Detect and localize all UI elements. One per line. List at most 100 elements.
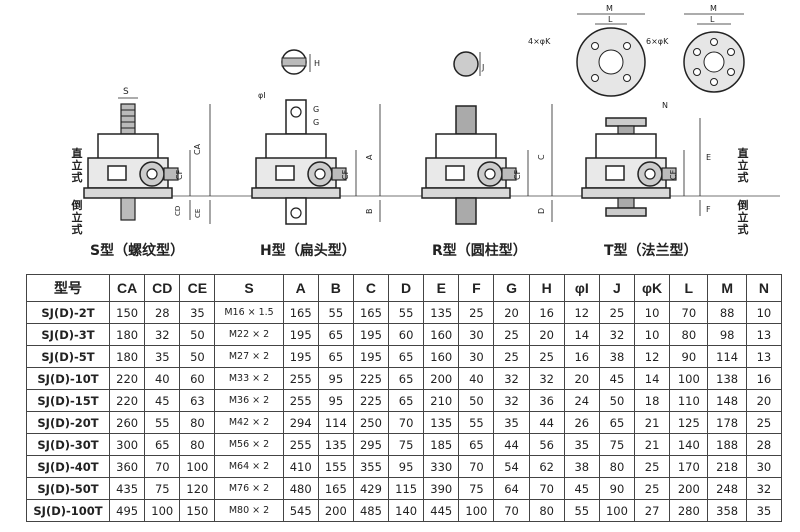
table-cell: 225 [352,367,390,390]
table-cell: 120 [179,477,216,500]
table-cell: M64 × 2 [214,455,284,478]
inverted-label-left: 倒立式 [71,199,83,236]
table-cell: 485 [352,499,390,522]
table-cell: 90 [598,477,636,500]
s-type-drawing: S CA CF CD CE [83,87,211,224]
header-17: M [707,274,747,302]
table-cell: 32 [493,389,530,412]
table-cell: 360 [109,455,146,478]
svg-text:CF: CF [513,169,522,180]
table-cell: 110 [669,389,709,412]
table-cell: 435 [109,477,146,500]
table-cell: 180 [109,345,146,368]
table-cell: 56 [528,433,565,456]
table-cell: 25 [493,345,530,368]
svg-text:6×φK: 6×φK [646,37,669,46]
table-cell: 300 [109,433,146,456]
svg-text:CE: CE [194,209,202,218]
table-cell: 32 [144,323,181,346]
table-cell: 140 [669,433,709,456]
table-cell: M22 × 2 [214,323,284,346]
table-cell: 24 [563,389,600,412]
table-cell: 20 [745,389,783,412]
svg-text:N: N [662,101,668,110]
table-cell: 114 [317,411,354,434]
header-10: F [458,274,495,302]
svg-text:C: C [537,154,546,160]
table-cell: 358 [707,499,747,522]
table-cell: 28 [745,433,783,456]
table-cell: 80 [669,323,709,346]
table-cell: 45 [598,367,636,390]
table-cell: 150 [179,499,216,522]
table-cell: 115 [388,477,425,500]
model-cell: SJ(D)-30T [25,433,111,456]
svg-text:CF: CF [669,169,678,180]
table-cell: 35 [179,301,216,324]
table-cell: 25 [528,345,565,368]
table-cell: 65 [388,345,425,368]
table-cell: 32 [598,323,636,346]
r-type-drawing: J C CF D [421,51,553,225]
table-cell: M33 × 2 [214,367,284,390]
table-cell: 60 [388,323,425,346]
table-cell: 25 [458,301,495,324]
table-cell: 135 [317,433,354,456]
table-cell: 21 [634,411,671,434]
table-cell: M42 × 2 [214,411,284,434]
table-cell: 21 [634,433,671,456]
table-cell: 26 [563,411,600,434]
table-cell: 16 [563,345,600,368]
table-cell: 25 [634,455,671,478]
table-cell: 195 [282,345,319,368]
table-cell: 220 [109,389,146,412]
model-cell: SJ(D)-40T [25,455,111,478]
table-cell: 410 [282,455,319,478]
table-cell: 100 [458,499,495,522]
table-cell: 63 [179,389,216,412]
table-cell: 178 [707,411,747,434]
table-cell: 10 [745,301,783,324]
table-cell: 100 [669,367,709,390]
table-cell: M76 × 2 [214,477,284,500]
table-cell: 200 [423,367,460,390]
svg-text:CA: CA [193,143,202,155]
table-cell: 138 [707,367,747,390]
table-cell: 25 [493,323,530,346]
table-cell: 80 [179,411,216,434]
table-cell: 16 [745,367,783,390]
table-cell: 90 [669,345,709,368]
table-cell: 18 [634,389,671,412]
header-8: D [388,274,425,302]
table-cell: 20 [528,323,565,346]
svg-text:G: G [313,118,319,127]
table-cell: 30 [458,323,495,346]
table-cell: 65 [388,389,425,412]
table-cell: 30 [458,345,495,368]
table-cell: 40 [144,367,181,390]
table-cell: 355 [352,455,390,478]
table-cell: 155 [317,455,354,478]
header-0: 型号 [25,274,111,302]
table-cell: 545 [282,499,319,522]
table-cell: 250 [352,411,390,434]
table-cell: 25 [634,477,671,500]
table-cell: 70 [458,455,495,478]
table-cell: 88 [707,301,747,324]
table-cell: 40 [458,367,495,390]
svg-text:E: E [706,153,711,162]
table-cell: 255 [282,433,319,456]
header-3: CE [179,274,216,302]
table-cell: 35 [745,499,783,522]
table-cell: 100 [144,499,181,522]
table-cell: 165 [317,477,354,500]
table-cell: 55 [317,301,354,324]
header-18: N [745,274,783,302]
header-11: G [493,274,530,302]
